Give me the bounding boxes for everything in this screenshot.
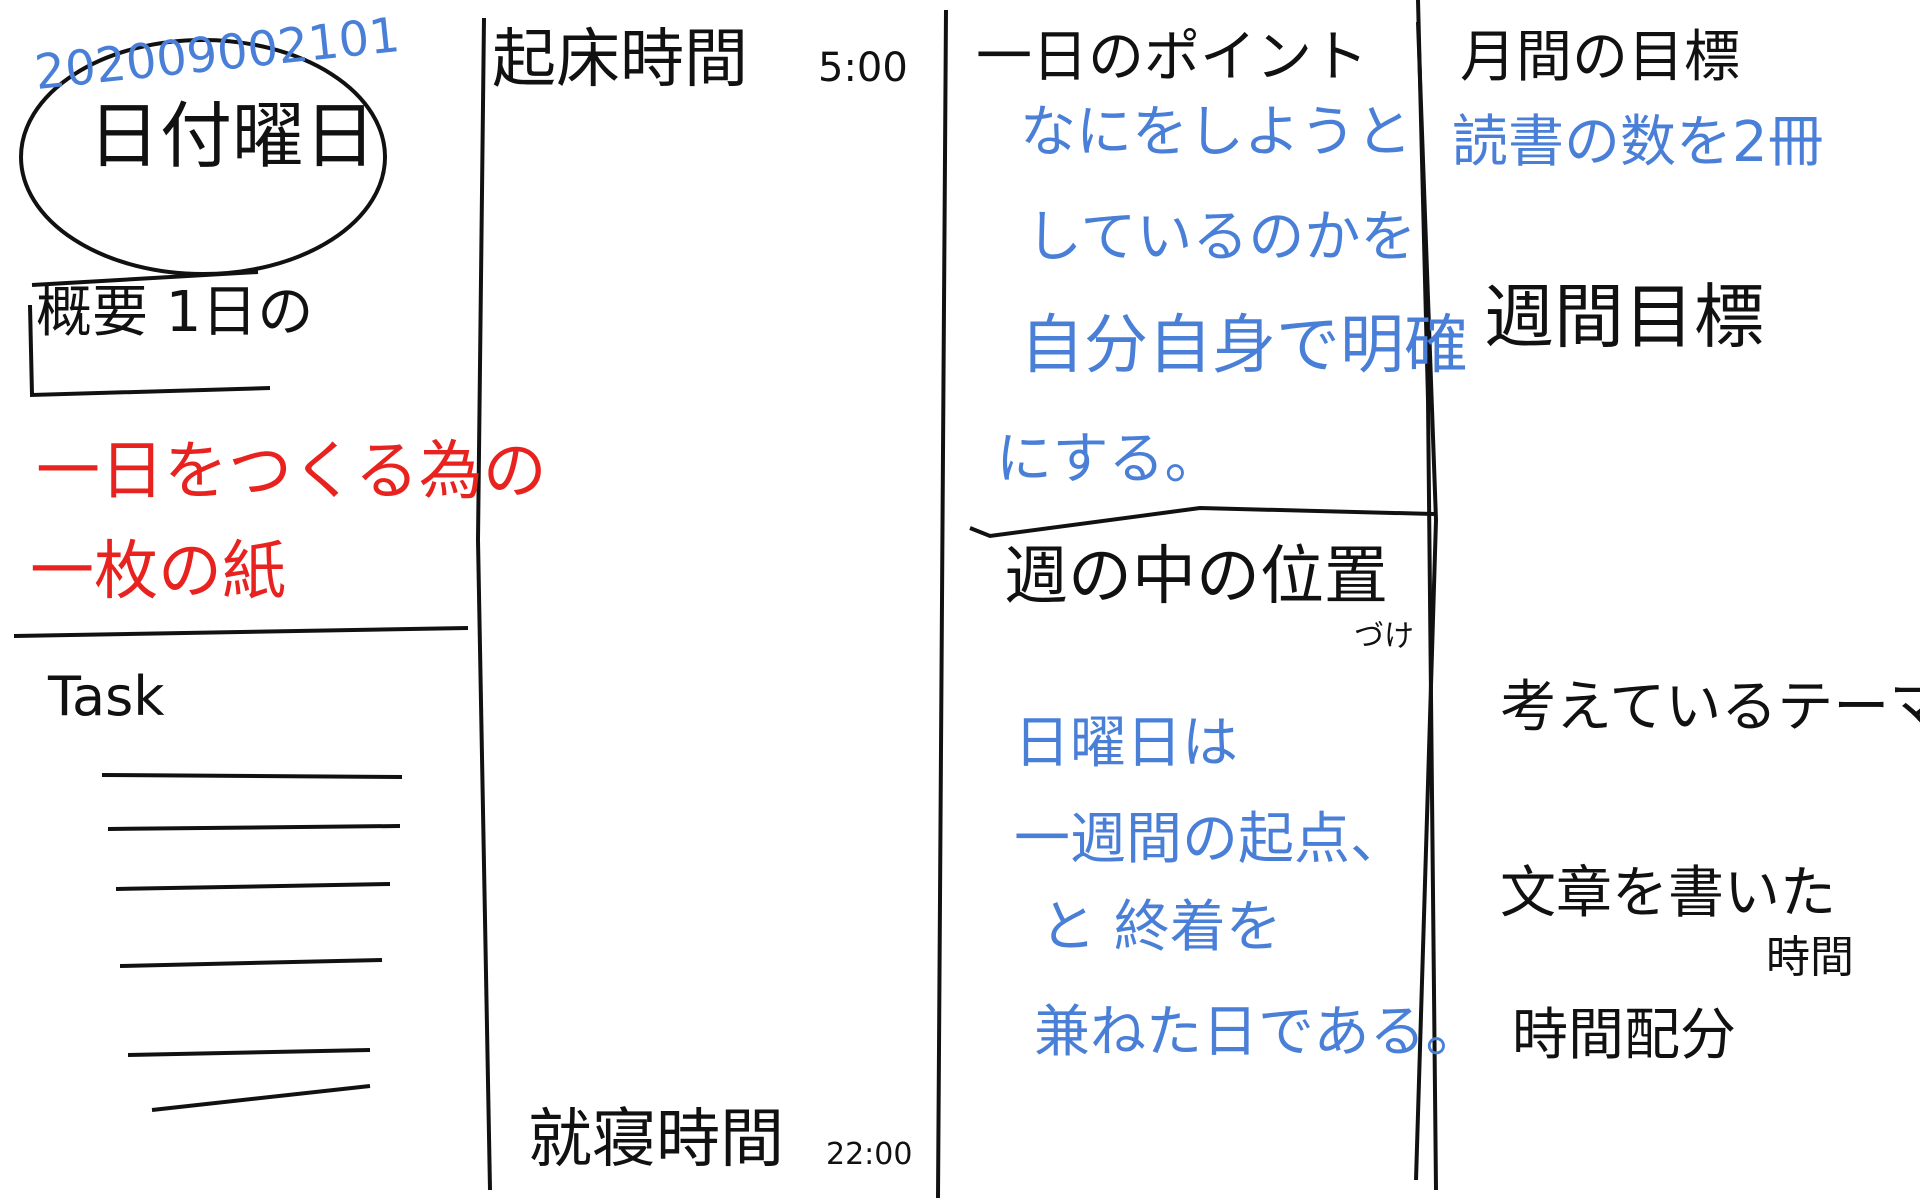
point-line: にする。: [996, 427, 1221, 492]
left-divider: [13, 626, 469, 638]
column-divider-1: [475, 17, 492, 1191]
task-line: [115, 882, 391, 891]
wake-time-value: 5:00: [818, 45, 908, 91]
sleep-time-label: 就寝時間: [528, 1103, 784, 1177]
task-line: [101, 773, 403, 779]
writing-time-suffix: 時間: [1766, 932, 1854, 983]
week-line: 日曜日は: [1014, 711, 1238, 776]
task-line: [151, 1084, 371, 1112]
point-divider: [969, 505, 1435, 539]
date-circle-label: 日付曜日: [88, 94, 377, 178]
task-line: [127, 1048, 371, 1057]
weekly-goal-label: 週間目標: [1484, 276, 1764, 358]
column-divider-2: [936, 9, 948, 1199]
week-line: 一週間の起点、: [1014, 807, 1406, 872]
week-position-heading: 週の中の位置: [1004, 540, 1388, 614]
writing-time-label: 文章を書いた: [1500, 861, 1836, 926]
summary-label: 概要 1日の: [36, 280, 314, 345]
point-line: 自分自身で明確: [1020, 309, 1468, 383]
time-allocation-label: 時間配分: [1512, 1003, 1736, 1068]
task-line: [107, 824, 401, 831]
task-label: Task: [48, 665, 165, 728]
week-line: 兼ねた日である。: [1034, 1000, 1482, 1065]
monthly-goal-label: 月間の目標: [1460, 25, 1740, 90]
point-line: なにをしようと: [1020, 100, 1412, 165]
week-position-suffix: づけ: [1354, 619, 1414, 654]
summary-box: [28, 270, 271, 398]
column-divider-4: [1414, 21, 1439, 1181]
task-lines: [101, 773, 403, 1112]
task-line: [119, 958, 383, 968]
purpose-line-1: 一日をつくる為の: [36, 435, 547, 509]
week-line: と 終着を: [1040, 895, 1282, 960]
sleep-time-value: 22:00: [826, 1137, 913, 1172]
point-line: しているのかを: [1026, 205, 1417, 270]
point-heading: 一日のポイント: [976, 25, 1368, 90]
purpose-line-2: 一枚の紙: [30, 535, 286, 609]
wake-time-label: 起床時間: [492, 23, 748, 97]
theme-label: 考えているテーマ: [1500, 675, 1920, 740]
monthly-goal-value: 読書の数を2冊: [1452, 110, 1824, 175]
